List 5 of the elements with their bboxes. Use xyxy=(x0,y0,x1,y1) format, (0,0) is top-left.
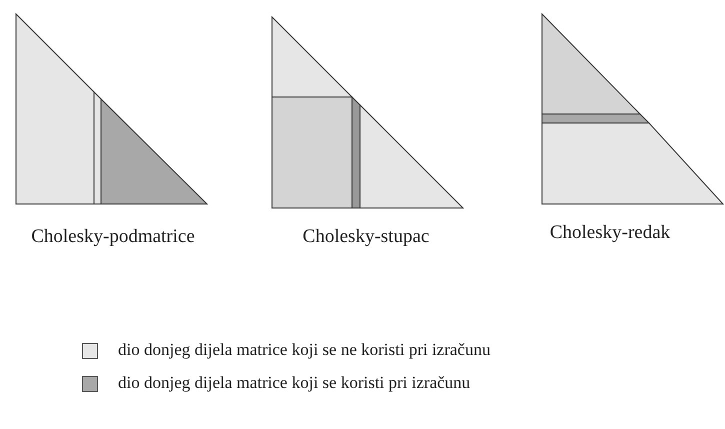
caption: Cholesky-stupac xyxy=(302,226,430,248)
legend-text: dio donjeg dijela matrice koji se koristi pri izračunu xyxy=(118,373,470,393)
caption: Cholesky-redak xyxy=(550,222,670,244)
legend-text: dio donjeg dijela matrice koji se ne koristi pri izračunu xyxy=(118,340,490,360)
caption: Cholesky-podmatrice xyxy=(31,226,195,248)
